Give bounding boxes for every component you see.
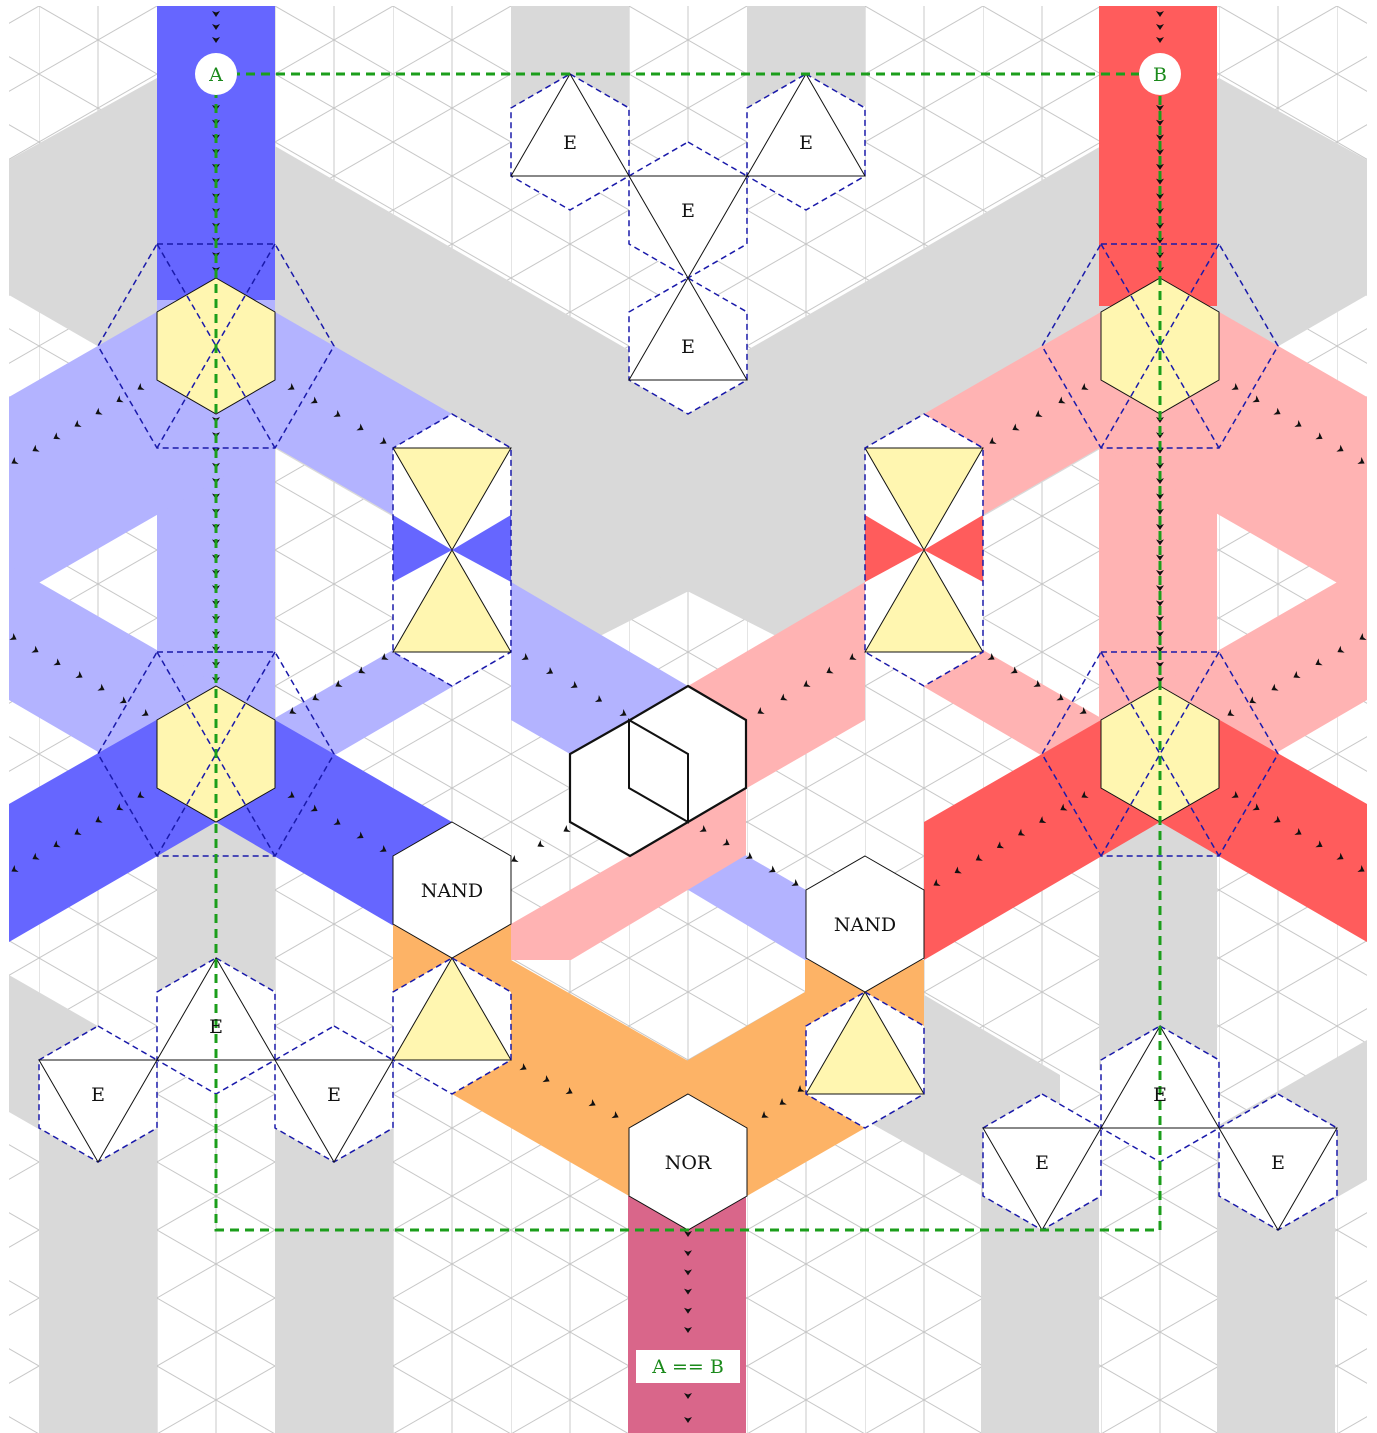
e-label: E	[681, 200, 695, 222]
input-b-label: B	[1153, 64, 1167, 86]
e-label: E	[1271, 1152, 1285, 1174]
input-b[interactable]: B	[1139, 53, 1181, 95]
hourglass-left	[393, 414, 511, 686]
e-label: E	[209, 1016, 223, 1038]
input-a[interactable]: A	[195, 53, 237, 95]
nand-right-label: NAND	[834, 914, 896, 936]
nand-left-label: NAND	[421, 880, 483, 902]
input-a-label: A	[208, 64, 223, 86]
e-label: E	[1035, 1152, 1049, 1174]
output-label: A == B	[651, 1356, 724, 1378]
output-node: A == B	[636, 1350, 740, 1383]
e-label: E	[681, 336, 695, 358]
e-label: E	[1153, 1084, 1167, 1106]
e-label: E	[327, 1084, 341, 1106]
hourglass-right	[865, 414, 983, 686]
e-label: E	[563, 132, 577, 154]
e-label: E	[799, 132, 813, 154]
nor-label: NOR	[665, 1152, 712, 1174]
e-label: E	[91, 1084, 105, 1106]
